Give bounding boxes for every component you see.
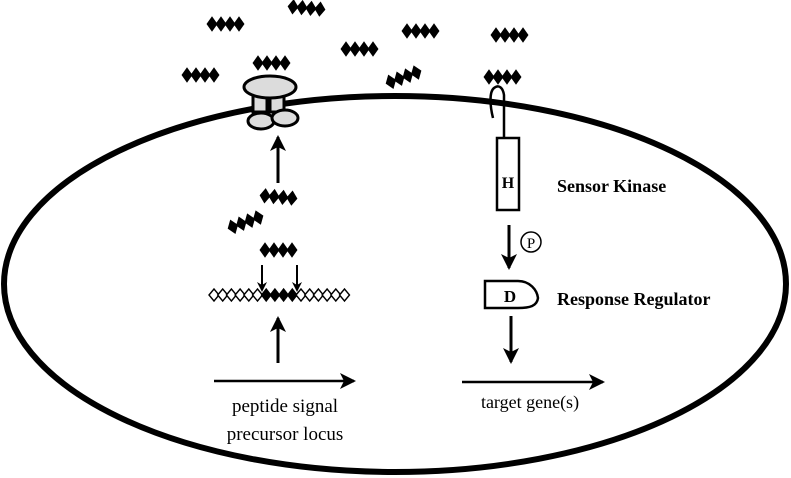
- peptide-residue: [270, 55, 282, 71]
- phosphate-icon: P: [520, 231, 542, 253]
- transporter-atpase-left: [246, 111, 276, 131]
- peptide-residue: [233, 16, 245, 32]
- peptide-residue: [215, 16, 227, 32]
- peptide-signal: [401, 23, 440, 39]
- phosphate-circle: [520, 231, 542, 253]
- target-gene-label: target gene(s): [481, 392, 579, 413]
- peptide-signal: [252, 55, 291, 71]
- aspartate-label: D: [504, 287, 516, 306]
- peptide-signal: [206, 16, 245, 32]
- precursor-peptide: [208, 287, 351, 303]
- peptide-signal: [181, 67, 220, 83]
- intracellular-peptides: [227, 188, 298, 258]
- peptide-residue: [517, 27, 529, 43]
- extracellular-peptides: [181, 0, 529, 90]
- peptide-residue: [492, 69, 504, 85]
- peptide-residue: [367, 41, 379, 57]
- precursor-label-line2: precursor locus: [227, 424, 344, 445]
- peptide-residue: [428, 23, 440, 39]
- phosphate-label: P: [527, 236, 535, 252]
- peptide-residue: [190, 67, 202, 83]
- response-regulator-body: [483, 279, 540, 310]
- precursor-tail-residue: [338, 287, 351, 303]
- peptide-signal: [385, 65, 422, 90]
- peptide-residue: [410, 23, 422, 39]
- peptide-residue: [499, 27, 511, 43]
- sensor-kinase-body: [495, 136, 521, 212]
- peptide-residue: [252, 55, 264, 71]
- peptide-residue: [358, 41, 370, 57]
- sensor-kinase-loop: [489, 85, 506, 138]
- peptide-residue: [206, 16, 218, 32]
- peptide-residue: [253, 210, 264, 225]
- peptide-residue: [261, 55, 273, 71]
- sensor-kinase: H: [489, 85, 521, 212]
- transporter-atpase-right: [270, 108, 300, 128]
- transporter-top-domain: [242, 74, 298, 100]
- peptide-residue: [279, 55, 291, 71]
- peptide-signal: [227, 210, 264, 235]
- peptide-residue: [224, 16, 236, 32]
- histidine-label: H: [502, 175, 515, 192]
- peptide-residue: [268, 242, 280, 258]
- abc-transporter: [242, 74, 300, 131]
- peptide-signal: [483, 69, 522, 85]
- peptide-residue: [340, 41, 352, 57]
- peptide-residue: [501, 69, 513, 85]
- peptide-residue: [508, 27, 520, 43]
- peptide-residue: [314, 1, 326, 17]
- precursor-label-line1: peptide signal: [232, 396, 338, 417]
- peptide-residue: [286, 242, 298, 258]
- peptide-signal: [259, 242, 298, 258]
- peptide-residue: [490, 27, 502, 43]
- peptide-residue: [208, 67, 220, 83]
- peptide-residue: [483, 69, 495, 85]
- peptide-residue: [401, 23, 413, 39]
- response-regulator-label: Response Regulator: [557, 289, 711, 309]
- response-regulator: D: [483, 279, 540, 310]
- peptide-residue: [411, 65, 422, 80]
- cell-membrane: [1, 93, 789, 475]
- peptide-signal: [259, 188, 298, 206]
- peptide-signal: [490, 27, 529, 43]
- peptide-signal: [287, 0, 326, 17]
- peptide-residue: [181, 67, 193, 83]
- peptide-residue: [419, 23, 431, 39]
- peptide-signal: [340, 41, 379, 57]
- peptide-residue: [286, 190, 298, 206]
- peptide-residue: [259, 242, 271, 258]
- peptide-residue: [510, 69, 522, 85]
- sensor-kinase-label: Sensor Kinase: [557, 176, 666, 196]
- peptide-residue: [199, 67, 211, 83]
- peptide-residue: [277, 242, 289, 258]
- peptide-residue: [349, 41, 361, 57]
